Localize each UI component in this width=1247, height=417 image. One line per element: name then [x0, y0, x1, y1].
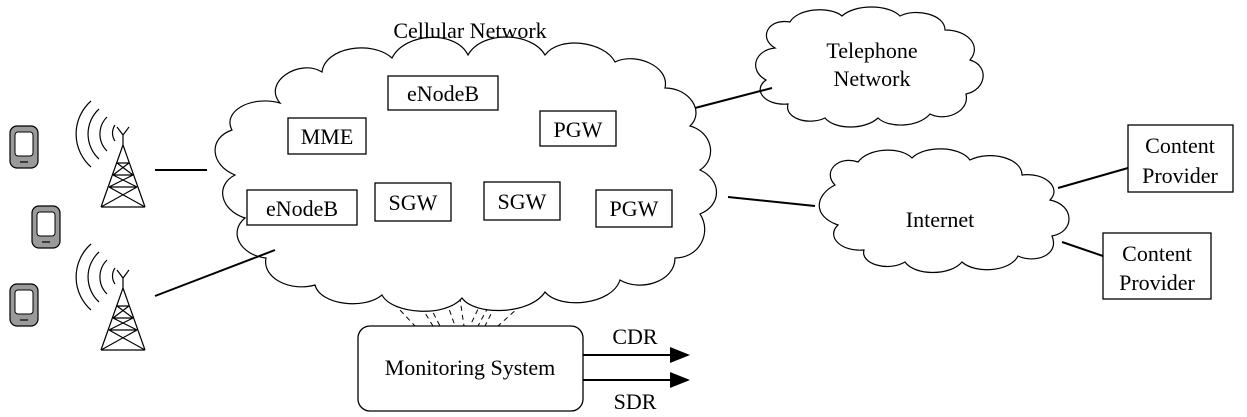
phone-icon: [9, 283, 39, 327]
telephone-network-label-line2: Network: [834, 66, 911, 91]
cellular-network-title: Cellular Network: [393, 18, 546, 43]
content-provider-label-line2: Provider: [1142, 163, 1218, 188]
monitoring-system-label: Monitoring System: [385, 355, 556, 380]
pgw-label: PGW: [610, 196, 659, 221]
phone-icon: [31, 205, 61, 249]
sgw-box-left: SGW: [374, 182, 452, 222]
enodeb-label: eNodeB: [407, 81, 479, 106]
content-provider-label-line2: Provider: [1119, 270, 1195, 295]
mme-label: MME: [301, 124, 354, 149]
internet-cloud: [818, 148, 1070, 273]
cellular-network-cloud: [214, 36, 717, 312]
mme-box: MME: [287, 117, 367, 155]
enodeb-box-bottom: eNodeB: [246, 189, 358, 226]
pgw-box-top: PGW: [539, 110, 617, 147]
content-provider-label-line1: Content: [1145, 133, 1215, 158]
content-provider-label-line1: Content: [1122, 241, 1192, 266]
content-provider-box-top: Content Provider: [1127, 124, 1234, 193]
cell-tower-icon: [75, 243, 146, 351]
telephone-network-cloud: [755, 6, 984, 128]
pgw-label: PGW: [554, 117, 603, 142]
sgw-label: SGW: [389, 190, 438, 215]
enodeb-box-top: eNodeB: [387, 75, 499, 111]
pgw-box-bottom: PGW: [595, 189, 673, 228]
sgw-label: SGW: [498, 189, 547, 214]
network-links: [154, 87, 1129, 297]
sdr-label: SDR: [614, 389, 657, 414]
cdr-label: CDR: [612, 324, 658, 349]
phone-icon: [9, 125, 39, 169]
enodeb-label: eNodeB: [266, 196, 338, 221]
content-provider-box-bottom: Content Provider: [1102, 232, 1212, 300]
internet-label: Internet: [906, 207, 974, 232]
telephone-network-label-line1: Telephone: [826, 38, 917, 63]
monitoring-system-box: Monitoring System: [357, 325, 584, 412]
sgw-box-right: SGW: [483, 181, 561, 221]
cell-tower-icon: [75, 100, 146, 208]
